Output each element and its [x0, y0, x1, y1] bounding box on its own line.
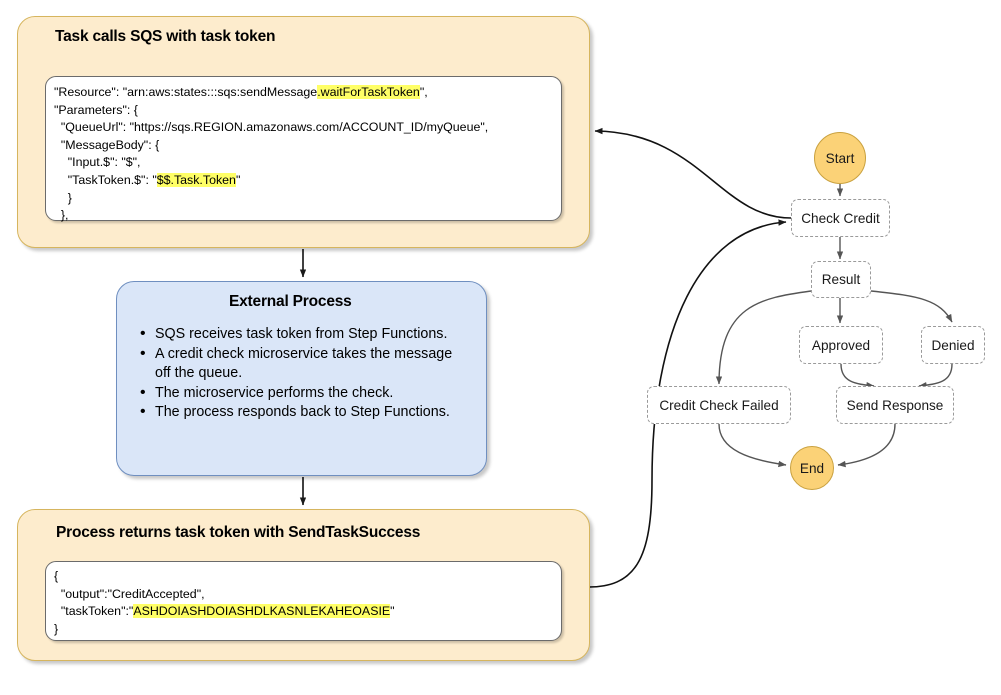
state-node-credit-check-failed[interactable]: Credit Check Failed: [647, 386, 791, 424]
code-line: "MessageBody": {: [54, 137, 488, 155]
edge-check-credit-to-task-panel: [594, 127, 792, 219]
state-node-result-label: Result: [821, 272, 861, 287]
state-node-credit-check-failed-label: Credit Check Failed: [659, 397, 779, 413]
code-line: "taskToken":"ASHDOIASHDOIASHDLKASNLEKAHE…: [54, 603, 395, 621]
state-node-denied[interactable]: Denied: [921, 326, 985, 364]
code-text: "Parameters": {: [54, 102, 138, 117]
code-text: ": [235, 172, 241, 187]
code-text: ": [390, 604, 395, 619]
state-node-end[interactable]: End: [790, 446, 834, 490]
code-text: },: [60, 208, 69, 223]
code-line: "Input.$": "$",: [54, 154, 488, 172]
external-process-bullet: The process responds back to Step Functi…: [138, 402, 458, 423]
task-code-text: "Resource": "arn:aws:states:::sqs:sendMe…: [54, 84, 488, 225]
code-text: "Input.$": "$",: [67, 155, 141, 170]
state-node-end-label: End: [799, 460, 825, 476]
edge-credit-check-failed-to-end: [718, 423, 787, 468]
edge-denied-to-send-response: [918, 363, 953, 389]
edge-return-panel-to-check-credit: [585, 219, 787, 588]
code-line: },: [54, 207, 488, 225]
code-highlight: ASHDOIASHDOIASHDLKASNLEKAHEOASIE: [133, 604, 391, 619]
code-highlight: .waitForTaskToken: [317, 85, 420, 99]
state-node-approved-label: Approved: [811, 337, 871, 353]
state-node-start-label: Start: [825, 150, 855, 166]
state-node-approved[interactable]: Approved: [799, 326, 883, 364]
code-line: }: [54, 621, 395, 639]
code-text: }: [67, 190, 72, 205]
code-line: "QueueUrl": "https://sqs.REGION.amazonaw…: [54, 119, 488, 137]
state-node-denied-label: Denied: [931, 337, 975, 353]
return-code-text: { "output":"CreditAccepted", "taskToken"…: [54, 568, 395, 638]
code-text: "taskToken":": [60, 604, 134, 619]
code-text: "QueueUrl": "https://sqs.REGION.amazonaw…: [60, 120, 489, 135]
state-node-send-response[interactable]: Send Response: [836, 386, 954, 424]
code-line: "TaskToken.$": "$$.Task.Token": [54, 172, 488, 190]
edge-approved-to-send-response: [840, 363, 875, 389]
external-process-bullet: The microservice performs the check.: [138, 383, 458, 404]
state-node-check-credit[interactable]: Check Credit: [791, 199, 890, 237]
edge-result-to-credit-check-failed: [715, 290, 812, 385]
code-text: {: [54, 569, 59, 583]
state-node-check-credit-label: Check Credit: [801, 210, 880, 226]
code-text: "output":"CreditAccepted",: [60, 586, 205, 601]
code-line: }: [54, 190, 488, 208]
code-line: "output":"CreditAccepted",: [54, 586, 395, 604]
code-text: "MessageBody": {: [60, 137, 160, 152]
external-process-bullet: A credit check microservice takes the me…: [138, 344, 458, 384]
state-node-result[interactable]: Result: [811, 261, 871, 298]
panel-external-title: External Process: [229, 293, 352, 310]
code-line: "Parameters": {: [54, 102, 488, 120]
task-code-box: [45, 76, 562, 221]
edge-result-to-denied: [870, 290, 953, 323]
code-text: ",: [419, 85, 428, 99]
external-process-bullet-list: SQS receives task token from Step Functi…: [138, 324, 458, 423]
external-process-bullet: SQS receives task token from Step Functi…: [138, 324, 458, 345]
panel-task-title: Task calls SQS with task token: [55, 28, 276, 45]
panel-return-title: Process returns task token with SendTask…: [56, 524, 421, 541]
state-node-start[interactable]: Start: [814, 132, 866, 184]
code-text: "Resource": "arn:aws:states:::sqs:sendMe…: [54, 85, 318, 99]
code-text: "TaskToken.$": ": [67, 172, 157, 187]
code-highlight: $$.Task.Token: [156, 172, 236, 187]
edge-send-response-to-end: [837, 423, 896, 468]
code-line: "Resource": "arn:aws:states:::sqs:sendMe…: [54, 84, 488, 102]
code-text: }: [54, 621, 59, 636]
state-node-send-response-label: Send Response: [846, 397, 944, 413]
code-line: {: [54, 568, 395, 586]
return-code-box: [45, 561, 562, 641]
